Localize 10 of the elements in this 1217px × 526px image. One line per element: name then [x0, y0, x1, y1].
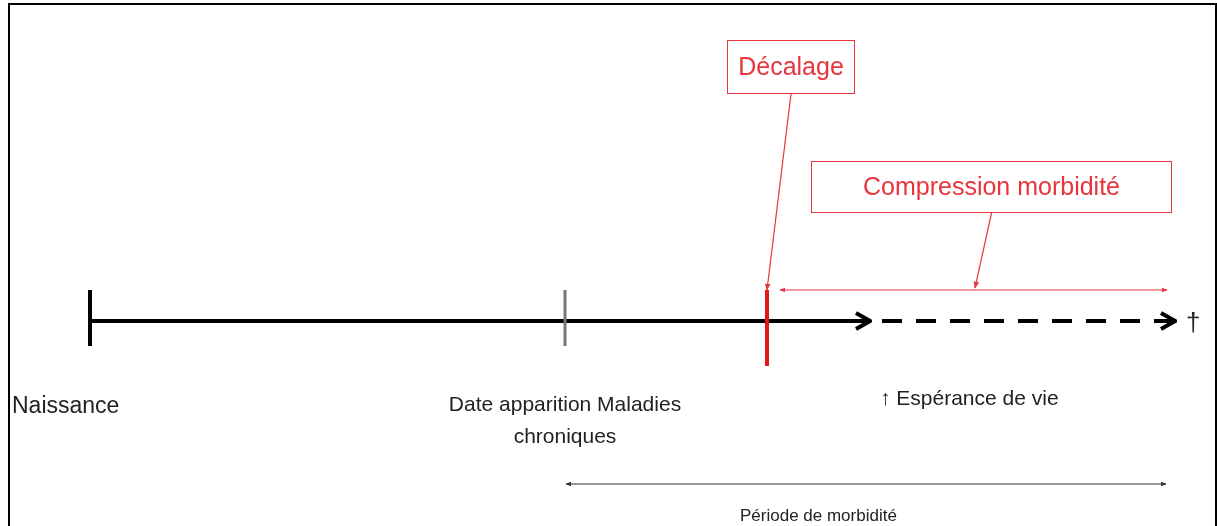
span-label: Période de morbidité: [740, 505, 897, 526]
callout-box: Compression morbidité: [811, 161, 1172, 213]
timeline-label: ↑ Espérance de vie: [880, 385, 1059, 411]
leader-arrow: [765, 93, 792, 291]
callout-box: Décalage: [727, 40, 855, 94]
marker-bar: [765, 290, 769, 366]
death-symbol: †: [1186, 306, 1201, 339]
timeline-label: Date apparition Maladies chroniques: [447, 391, 683, 449]
leader-arrow: [973, 212, 993, 289]
timeline-label: Naissance: [12, 391, 120, 420]
